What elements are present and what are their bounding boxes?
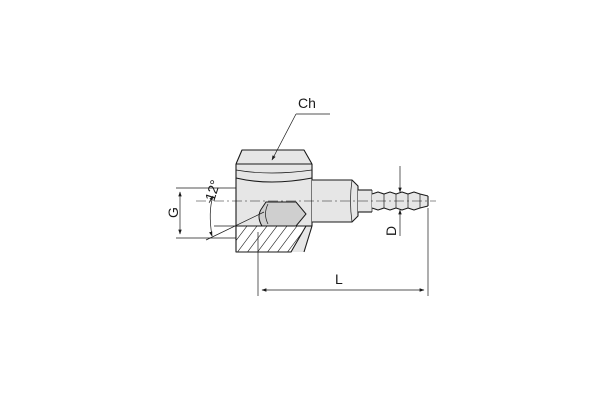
ch-dimension: Ch — [271, 95, 330, 161]
g-label: G — [165, 207, 181, 218]
l-label: L — [335, 271, 343, 287]
ch-label: Ch — [298, 95, 316, 111]
g-dimension: G — [165, 187, 236, 239]
angle-label: 12° — [202, 178, 224, 203]
sealing-cone — [258, 201, 307, 227]
l-dimension: L — [257, 208, 429, 296]
d-label: D — [383, 226, 399, 236]
angle-dimension: 12° — [202, 178, 265, 241]
d-dimension: D — [383, 166, 402, 236]
